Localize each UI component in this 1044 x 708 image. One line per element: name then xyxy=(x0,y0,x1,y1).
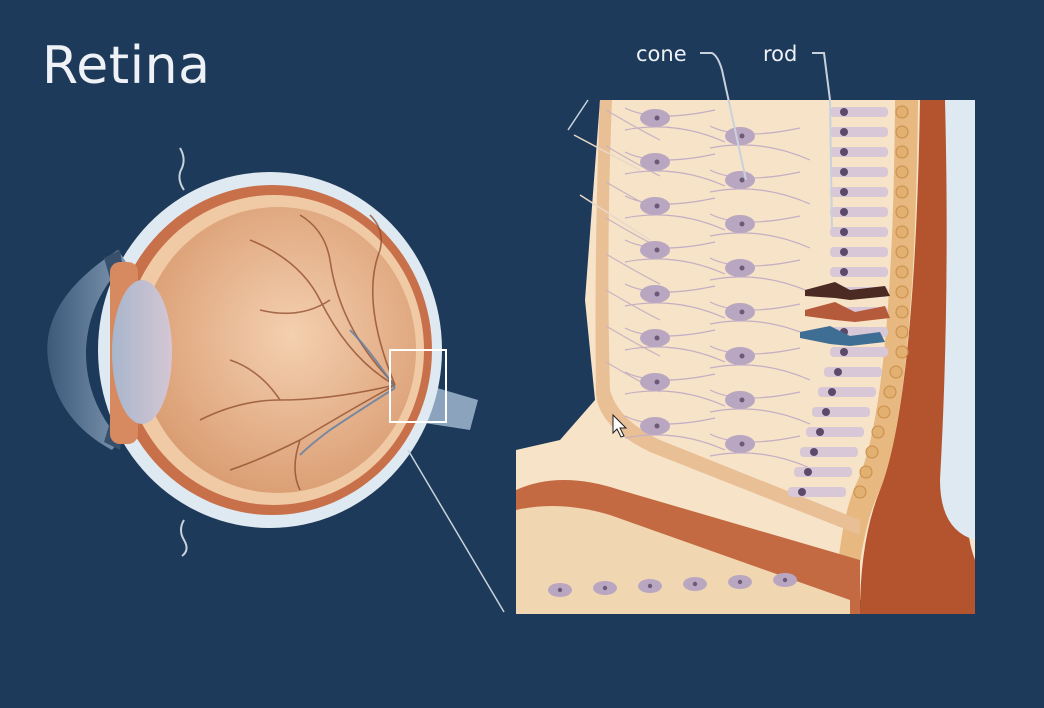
nerve-fiber xyxy=(605,253,661,285)
cone-cell-dark xyxy=(805,282,890,300)
photoreceptor xyxy=(830,227,888,237)
nerve-fiber xyxy=(605,289,661,321)
eyeball xyxy=(47,147,478,557)
photoreceptor xyxy=(830,147,888,157)
photoreceptor xyxy=(830,247,888,257)
cone-leader-line xyxy=(700,52,747,181)
zoom-connector-line xyxy=(407,449,505,613)
vitreous-body xyxy=(140,207,416,493)
photoreceptor xyxy=(830,127,888,137)
photoreceptor xyxy=(830,207,888,217)
photoreceptor xyxy=(800,447,858,457)
sclera-section xyxy=(940,100,975,540)
photoreceptor xyxy=(806,427,864,437)
rod-label: rod xyxy=(763,42,798,66)
photoreceptor xyxy=(812,407,870,417)
lens xyxy=(112,280,172,424)
photoreceptor xyxy=(830,347,888,357)
photoreceptor xyxy=(830,107,888,117)
nerve-fiber xyxy=(605,109,661,141)
nerve-fiber xyxy=(605,325,661,357)
nerve-fiber xyxy=(605,145,661,177)
retina-cross-section xyxy=(516,100,986,614)
cone-label: cone xyxy=(636,42,687,66)
rod-leader-line xyxy=(812,52,833,231)
photoreceptor xyxy=(830,167,888,177)
photoreceptor xyxy=(830,267,888,277)
muscle-strand-top xyxy=(178,147,185,191)
cone-cell-blue xyxy=(800,326,885,346)
cornea xyxy=(47,250,126,450)
mouse-cursor-icon xyxy=(612,413,628,438)
cone-cell-red xyxy=(805,302,890,322)
muscle-strand-bottom xyxy=(180,519,188,557)
page-title: Retina xyxy=(42,36,211,96)
photoreceptor xyxy=(794,467,852,477)
photoreceptor xyxy=(830,187,888,197)
blood-vessels xyxy=(199,214,396,491)
photoreceptor xyxy=(788,487,846,497)
zoom-box xyxy=(389,349,447,423)
photoreceptor xyxy=(824,367,882,377)
photoreceptor xyxy=(818,387,876,397)
